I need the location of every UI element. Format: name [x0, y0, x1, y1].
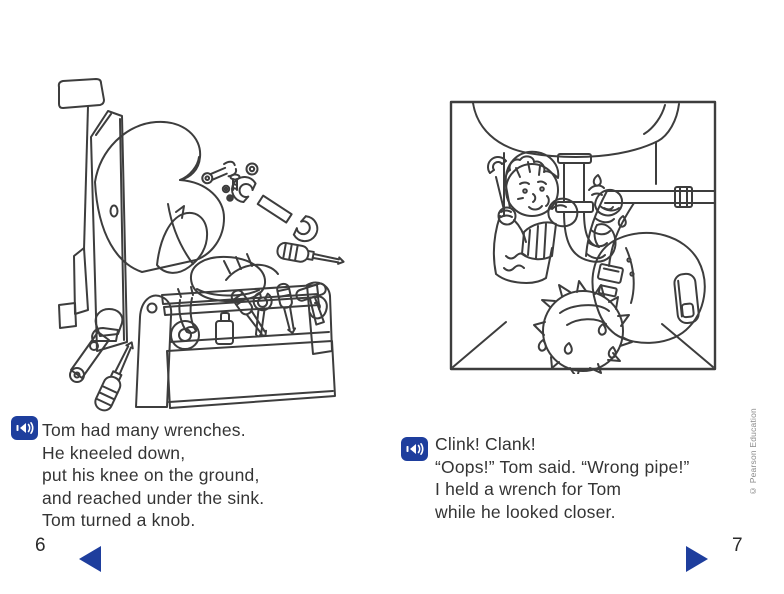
page-number-right: 7 [732, 535, 743, 556]
story-text-line: put his knee on the ground, [42, 465, 260, 485]
copyright-notice: © Pearson Education [748, 408, 758, 496]
story-text-line: and reached under the sink. [42, 487, 265, 508]
speaker-icon [16, 422, 33, 434]
left-triangle-icon [79, 546, 101, 572]
story-text-line: while he looked closer. [435, 501, 616, 522]
left-story-text: Tom had many wrenches. He kneeled down, … [42, 419, 264, 532]
next-page-button[interactable] [684, 545, 710, 573]
right-story-text: Clink! Clank! “Oops!” Tom said. “Wrong p… [435, 433, 690, 523]
story-text-line: “Oops!” Tom said. “Wrong pipe!” [435, 456, 690, 477]
previous-page-button[interactable] [77, 545, 103, 573]
right-illustration [449, 100, 717, 374]
story-text-line: Clink! Clank! [435, 434, 536, 454]
left-illustration [57, 78, 345, 412]
right-triangle-icon [686, 546, 708, 572]
story-text-line: Tom turned a knob. [42, 510, 196, 530]
story-text-line: Tom had many wrenches. [42, 420, 246, 440]
audio-button[interactable] [401, 437, 428, 461]
page-number-left: 6 [35, 535, 46, 556]
story-text-line: He kneeled down, [42, 442, 186, 463]
speaker-icon [406, 443, 423, 455]
story-text-line: I held a wrench for Tom [435, 479, 622, 499]
audio-button[interactable] [11, 416, 38, 440]
